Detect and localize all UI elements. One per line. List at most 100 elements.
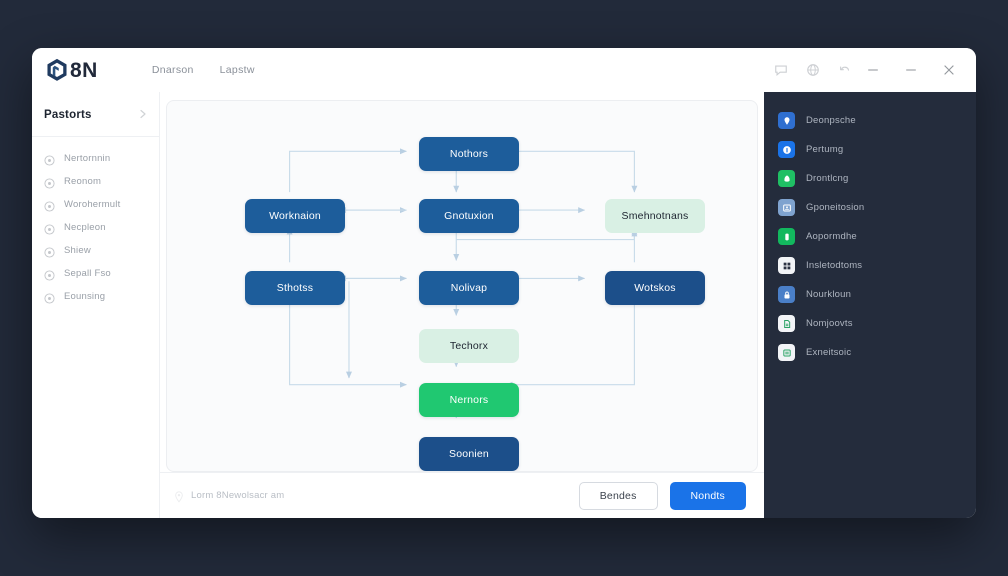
sidebar-item-2[interactable]: Worohermult bbox=[32, 193, 159, 216]
circle-dot-icon bbox=[44, 199, 55, 212]
battery-icon bbox=[778, 228, 795, 245]
list-icon bbox=[778, 344, 795, 361]
flow-node-nothors[interactable]: Nothors bbox=[419, 137, 519, 171]
chevron-right-icon bbox=[139, 106, 147, 124]
circle-dot-icon bbox=[44, 176, 55, 189]
sidebar-item-label-2: Worohermult bbox=[64, 199, 121, 210]
document-icon bbox=[778, 315, 795, 332]
flow-node-label: Nolivap bbox=[450, 282, 488, 294]
sidebar-item-4[interactable]: Shiew bbox=[32, 239, 159, 262]
right-panel-label-4: Aopormdhe bbox=[806, 231, 857, 242]
sidebar-title: Pastorts bbox=[44, 109, 92, 121]
flow-node-label: Nernors bbox=[449, 394, 489, 406]
right-panel-item-8[interactable]: Exneitsoic bbox=[764, 338, 976, 367]
id-card-icon bbox=[778, 199, 795, 216]
info-icon bbox=[778, 141, 795, 158]
right-panel-item-5[interactable]: Insletodtoms bbox=[764, 251, 976, 280]
flow-node-label: Nothors bbox=[449, 148, 489, 160]
nav-tab-0[interactable]: Dnarson bbox=[151, 64, 194, 76]
confirm-button[interactable]: Nondts bbox=[669, 481, 746, 510]
center-column: Nothors Worknaion Gnotuxion Smehnotnans … bbox=[160, 92, 764, 518]
application-window: 8N Dnarson Lapstw bbox=[32, 48, 976, 518]
comment-icon[interactable] bbox=[774, 63, 788, 77]
flow-node-soonien[interactable]: Soonien bbox=[419, 437, 519, 471]
right-panel-item-7[interactable]: Nomjoovts bbox=[764, 309, 976, 338]
pin-icon bbox=[174, 490, 184, 503]
flow-node-label: Smehnotnans bbox=[621, 210, 689, 222]
sidebar-item-3[interactable]: Necpleon bbox=[32, 216, 159, 239]
lock-icon bbox=[778, 286, 795, 303]
globe-icon[interactable] bbox=[806, 63, 820, 77]
flow-node-label: Worknaion bbox=[269, 210, 321, 222]
right-panel-label-2: Drontlcng bbox=[806, 173, 849, 184]
leaf-icon bbox=[778, 170, 795, 187]
circle-dot-icon bbox=[44, 222, 55, 235]
sidebar-item-label-0: Nertornnin bbox=[64, 153, 111, 164]
grid-icon bbox=[778, 257, 795, 274]
title-bar: 8N Dnarson Lapstw bbox=[32, 48, 976, 92]
sidebar-item-label-3: Necpleon bbox=[64, 222, 106, 233]
flow-node-nernors[interactable]: Nernors bbox=[419, 383, 519, 417]
sidebar-item-label-5: Sepall Fso bbox=[64, 268, 111, 279]
flow-node-gnotuxion[interactable]: Gnotuxion bbox=[419, 199, 519, 233]
circle-dot-icon bbox=[44, 268, 55, 281]
right-panel-label-8: Exneitsoic bbox=[806, 347, 852, 358]
sidebar-item-1[interactable]: Reonom bbox=[32, 170, 159, 193]
right-panel-label-1: Pertumg bbox=[806, 144, 844, 155]
top-nav: Dnarson Lapstw bbox=[152, 64, 255, 76]
sidebar-item-5[interactable]: Sepall Fso bbox=[32, 262, 159, 285]
right-panel-label-0: Deonpsche bbox=[806, 115, 856, 126]
right-panel-item-3[interactable]: Gponeitosion bbox=[764, 193, 976, 222]
flow-node-label: Sthotss bbox=[276, 282, 314, 294]
cancel-button[interactable]: Bendes bbox=[578, 481, 658, 510]
circle-dot-icon bbox=[44, 245, 55, 258]
flow-node-label: Techorx bbox=[449, 340, 489, 352]
right-panel-label-5: Insletodtoms bbox=[806, 260, 863, 271]
right-panel-item-4[interactable]: Aopormdhe bbox=[764, 222, 976, 251]
sidebar: Pastorts Nertornnin Reonom Worohermult bbox=[32, 92, 160, 518]
right-panel-item-2[interactable]: Drontlcng bbox=[764, 164, 976, 193]
titlebar-tools bbox=[774, 63, 866, 77]
footer-hint-text: Lorm 8Newolsacr am bbox=[191, 490, 285, 501]
footer-actions: Bendes Nondts bbox=[578, 481, 746, 510]
brand-logo[interactable]: 8N bbox=[46, 58, 98, 82]
right-panel: Deonpsche Pertumg Drontlcng Gponeitosion bbox=[764, 92, 976, 518]
right-panel-item-0[interactable]: Deonpsche bbox=[764, 106, 976, 135]
nav-tab-1[interactable]: Lapstw bbox=[219, 64, 255, 76]
canvas-wrapper: Nothors Worknaion Gnotuxion Smehnotnans … bbox=[160, 92, 764, 472]
sidebar-item-label-4: Shiew bbox=[64, 245, 91, 256]
right-panel-item-1[interactable]: Pertumg bbox=[764, 135, 976, 164]
flow-node-sthotss[interactable]: Sthotss bbox=[245, 271, 345, 305]
sidebar-header[interactable]: Pastorts bbox=[32, 106, 159, 137]
sidebar-item-0[interactable]: Nertornnin bbox=[32, 147, 159, 170]
circle-dot-icon bbox=[44, 291, 55, 304]
sidebar-item-label-6: Eounsing bbox=[64, 291, 106, 302]
brand-name: 8N bbox=[70, 58, 98, 82]
footer-hint: Lorm 8Newolsacr am bbox=[174, 490, 285, 503]
flow-node-label: Soonien bbox=[449, 448, 489, 460]
flow-edges bbox=[286, 148, 638, 419]
maximize-button[interactable] bbox=[904, 63, 918, 77]
right-panel-item-6[interactable]: Nourkloun bbox=[764, 280, 976, 309]
right-panel-label-6: Nourkloun bbox=[806, 289, 852, 300]
footer-bar: Lorm 8Newolsacr am Bendes Nondts bbox=[160, 472, 764, 518]
flow-node-smehnotnans[interactable]: Smehnotnans bbox=[605, 199, 705, 233]
sidebar-item-6[interactable]: Eounsing bbox=[32, 285, 159, 308]
undo-icon[interactable] bbox=[838, 63, 852, 77]
sidebar-list: Nertornnin Reonom Worohermult Necpleon S… bbox=[32, 137, 159, 308]
flow-node-techorx[interactable]: Techorx bbox=[419, 329, 519, 363]
flow-node-nolivap[interactable]: Nolivap bbox=[419, 271, 519, 305]
flow-node-label: Gnotuxion bbox=[444, 210, 494, 222]
close-button[interactable] bbox=[942, 63, 956, 77]
minimize-button[interactable] bbox=[866, 63, 880, 77]
hexagon-logo-icon bbox=[46, 58, 68, 82]
flow-node-label: Wotskos bbox=[634, 282, 676, 294]
sidebar-item-label-1: Reonom bbox=[64, 176, 102, 187]
right-panel-label-7: Nomjoovts bbox=[806, 318, 853, 329]
right-panel-label-3: Gponeitosion bbox=[806, 202, 865, 213]
flow-node-worknaion[interactable]: Worknaion bbox=[245, 199, 345, 233]
flow-canvas[interactable]: Nothors Worknaion Gnotuxion Smehnotnans … bbox=[166, 100, 758, 472]
circle-dot-icon bbox=[44, 153, 55, 166]
window-body: Pastorts Nertornnin Reonom Worohermult bbox=[32, 92, 976, 518]
flow-node-wotskos[interactable]: Wotskos bbox=[605, 271, 705, 305]
